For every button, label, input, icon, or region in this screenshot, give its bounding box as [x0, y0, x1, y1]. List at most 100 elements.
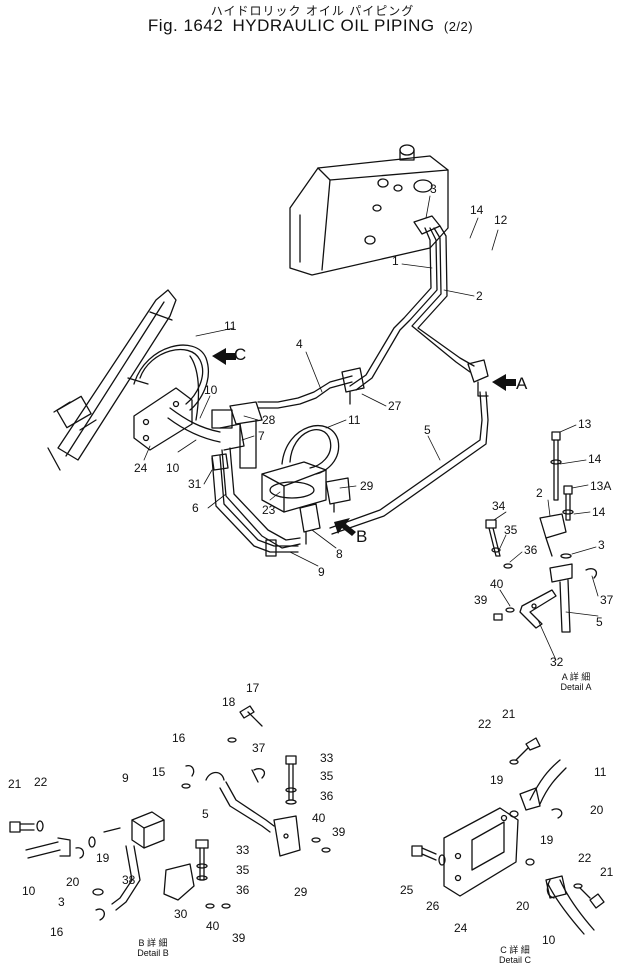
- valve-block-23: [261, 424, 340, 513]
- callout: 8: [336, 547, 343, 561]
- callout: 25: [400, 883, 414, 897]
- callout: 9: [122, 771, 129, 785]
- callout: 34: [492, 499, 506, 513]
- hose-10: [167, 407, 245, 451]
- callout: 19: [96, 851, 110, 865]
- detail-a-caption-en: Detail A: [560, 682, 592, 692]
- callout: 11: [224, 319, 237, 333]
- callout: 14: [592, 505, 606, 519]
- pipe-1: [349, 227, 438, 391]
- callout: 11: [594, 765, 607, 779]
- callout: 29: [294, 885, 308, 899]
- callout: 40: [206, 919, 220, 933]
- figure-title: Fig. 1642 HYDRAULIC OIL PIPING (2/2): [0, 16, 625, 36]
- callout: 39: [332, 825, 346, 839]
- pipe-9: [211, 455, 299, 557]
- callout: 14: [470, 203, 484, 217]
- callout: 20: [590, 803, 604, 817]
- callout: 13A: [590, 479, 611, 493]
- callout: 3: [598, 538, 605, 552]
- view-letter-a: A: [516, 374, 528, 393]
- bracket-29: [325, 477, 351, 513]
- view-arrow-b: [334, 518, 356, 536]
- view-arrow-c: [212, 348, 236, 365]
- callout: 12: [494, 213, 508, 227]
- callout: 30: [174, 907, 188, 921]
- callout: 4: [296, 337, 303, 351]
- callout: 2: [536, 486, 543, 500]
- callout: 5: [596, 615, 603, 629]
- callout: 22: [478, 717, 492, 731]
- callout: 21: [502, 707, 516, 721]
- callout: 10: [204, 383, 218, 397]
- callout: 15: [152, 765, 166, 779]
- callout: 18: [222, 695, 236, 709]
- detail-c-caption-jp: C 詳 細: [500, 945, 530, 955]
- callout: 3: [58, 895, 65, 909]
- callout: 26: [426, 899, 440, 913]
- callout: 10: [542, 933, 556, 947]
- callout: 31: [188, 477, 202, 491]
- callout: 24: [454, 921, 468, 935]
- detail-a-caption-jp: A 詳 細: [561, 672, 591, 682]
- callout: 39: [232, 931, 246, 945]
- callout: 20: [516, 899, 530, 913]
- callout: 1: [392, 254, 399, 268]
- title-japanese: ハイドロリック オイル パイピング: [210, 4, 415, 18]
- callout: 35: [504, 523, 518, 537]
- detail-b-parts: [9, 705, 331, 921]
- callout: 17: [246, 681, 260, 695]
- detail-a-parts: [485, 431, 598, 633]
- callout: 37: [252, 741, 266, 755]
- detail-b-caption-en: Detail B: [137, 948, 169, 958]
- callout: 5: [424, 423, 431, 437]
- callout: 9: [318, 565, 325, 579]
- pipe-4: [257, 375, 353, 409]
- detail-c-caption-en: Detail C: [498, 955, 531, 965]
- view-letter-c: C: [234, 345, 246, 364]
- view-letter-b: B: [356, 527, 367, 546]
- pipe-5: [329, 391, 489, 535]
- callout: 37: [600, 593, 614, 607]
- callout: 21: [8, 777, 22, 791]
- view-arrow-a: [492, 374, 516, 391]
- callout: 35: [320, 769, 334, 783]
- callout: 22: [578, 851, 592, 865]
- detail-b-caption: B 詳 細 Detail B: [118, 938, 188, 958]
- callout: 16: [50, 925, 64, 939]
- page-indicator: (2/2): [443, 19, 474, 34]
- hose-11: [133, 344, 209, 421]
- callout: 10: [22, 884, 36, 898]
- callout: 28: [262, 413, 276, 427]
- callout: 13: [578, 417, 592, 431]
- fitting-31: [211, 453, 229, 471]
- pipe-2: [411, 225, 475, 373]
- figure-name: HYDRAULIC OIL PIPING: [232, 16, 435, 35]
- callout: 16: [172, 731, 186, 745]
- bracket-28: [211, 401, 263, 469]
- callout: 19: [540, 833, 554, 847]
- callout: 22: [34, 775, 48, 789]
- callout: 38: [122, 873, 136, 887]
- callout: 6: [192, 501, 199, 515]
- callout: 19: [490, 773, 504, 787]
- callout: 7: [258, 429, 265, 443]
- callout: 24: [134, 461, 148, 475]
- callout: 29: [360, 479, 374, 493]
- clamp-view-a: [467, 359, 489, 397]
- callout: 23: [262, 503, 276, 517]
- detail-b-caption-jp: B 詳 細: [138, 938, 168, 948]
- callout: 20: [66, 875, 80, 889]
- pipe-6: [221, 447, 301, 549]
- callout: 33: [236, 843, 250, 857]
- callout: 33: [320, 751, 334, 765]
- callout: 2: [476, 289, 483, 303]
- callout: 27: [388, 399, 402, 413]
- callout: 40: [490, 577, 504, 591]
- detail-c-parts: [411, 737, 605, 935]
- leader-lines: [143, 195, 599, 661]
- callout: 14: [588, 452, 602, 466]
